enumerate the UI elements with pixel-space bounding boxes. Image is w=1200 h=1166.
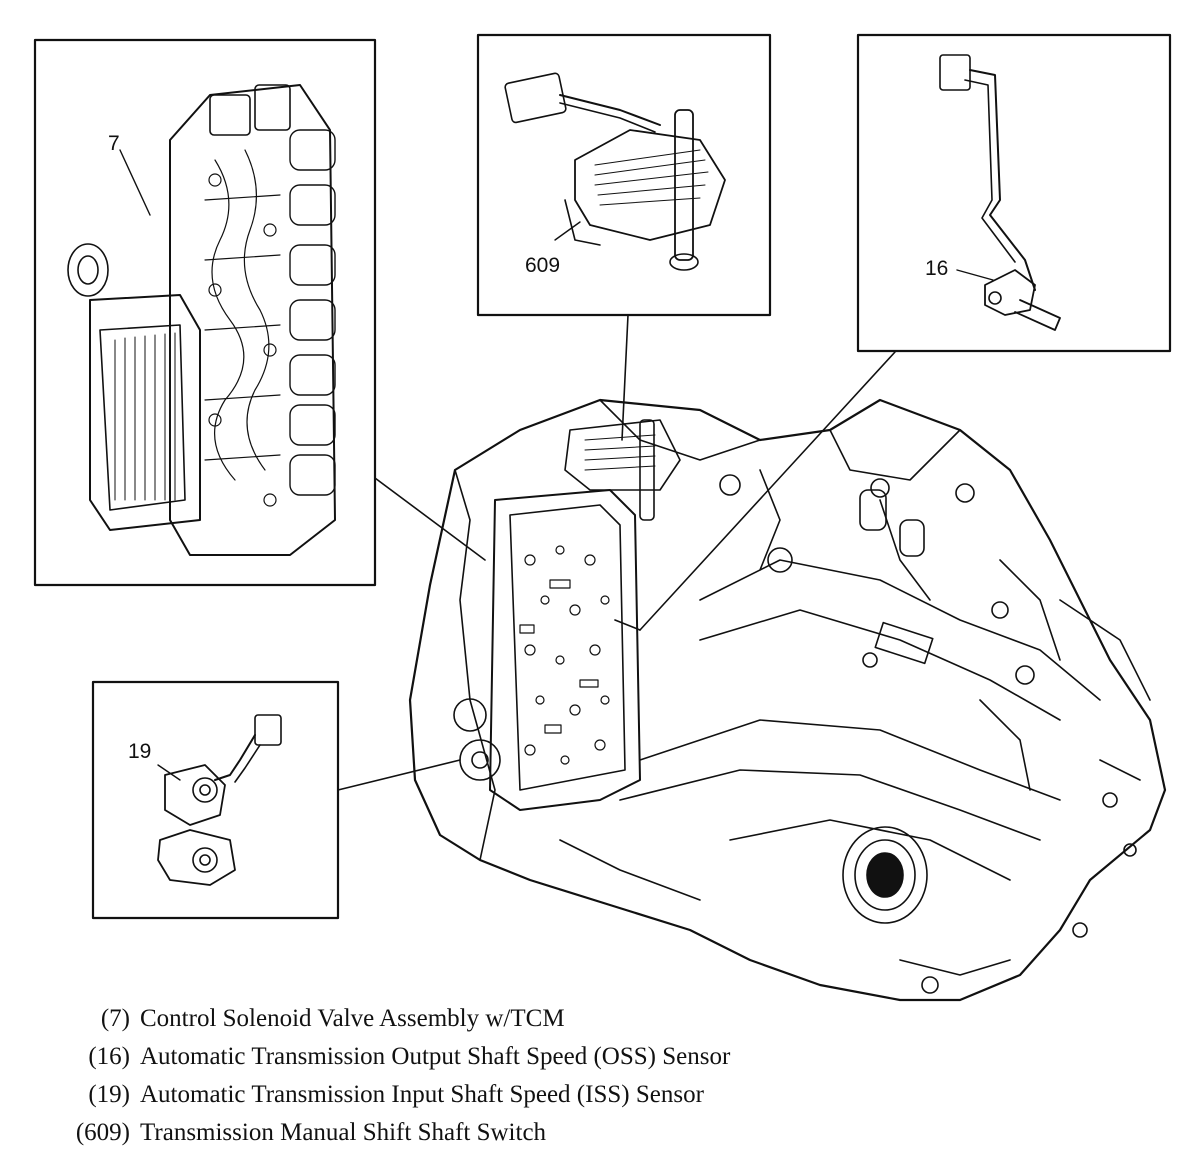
leader-line-609 <box>621 314 629 441</box>
manual-shift-shaft-switch <box>504 72 726 271</box>
callout-7: 7 <box>108 132 120 155</box>
legend-description: Transmission Manual Shift Shaft Switch <box>140 1119 547 1146</box>
solenoid-valve-body <box>67 84 336 556</box>
iss-sensor <box>157 714 282 886</box>
legend-description: Automatic Transmission Output Shaft Spee… <box>140 1043 731 1070</box>
legend-item-19: (19) Automatic Transmission Input Shaft … <box>60 1076 1160 1114</box>
valve-body-plate <box>489 489 641 811</box>
legend-description: Control Solenoid Valve Assembly w/TCM <box>140 1005 565 1032</box>
legend-number: (609) <box>75 1119 130 1146</box>
parts-legend: (7) Control Solenoid Valve Assembly w/TC… <box>60 1000 1160 1152</box>
leader-line-7 <box>374 477 486 561</box>
legend-item-7: (7) Control Solenoid Valve Assembly w/TC… <box>60 1000 1160 1038</box>
legend-number: (7) <box>100 1005 130 1032</box>
transmission-housing <box>408 398 1167 1002</box>
iss-sensor-installed <box>453 698 501 781</box>
legend-description: Automatic Transmission Input Shaft Speed… <box>140 1081 704 1108</box>
callout-16: 16 <box>925 257 948 280</box>
leader-line-19 <box>337 759 461 791</box>
inset-19: 19 <box>91 680 340 920</box>
legend-number: (19) <box>88 1081 130 1108</box>
callout-19: 19 <box>128 740 151 763</box>
callout-609: 609 <box>525 254 560 277</box>
inset-16: 16 <box>856 33 1172 353</box>
manual-shift-switch-installed <box>564 419 681 521</box>
legend-number: (16) <box>88 1043 130 1070</box>
inset-7: 7 <box>33 38 377 587</box>
leader-line-16 <box>639 351 896 631</box>
inset-609: 609 <box>476 33 772 317</box>
legend-item-609: (609) Transmission Manual Shift Shaft Sw… <box>60 1114 1160 1152</box>
legend-item-16: (16) Automatic Transmission Output Shaft… <box>60 1038 1160 1076</box>
oss-sensor <box>939 54 1061 331</box>
